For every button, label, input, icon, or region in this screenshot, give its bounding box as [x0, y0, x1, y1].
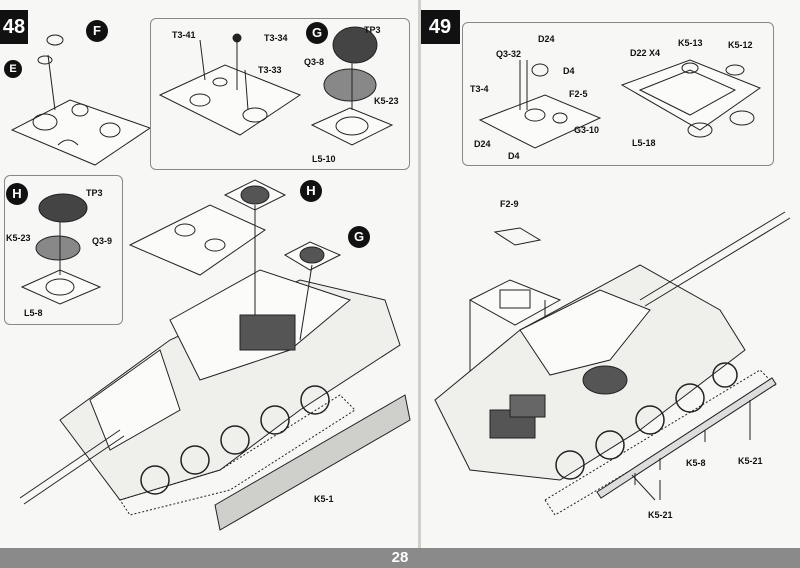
- step-number-48: 48: [0, 10, 28, 44]
- step48-subassembly-box-h: [4, 175, 123, 325]
- part-label-k5-8: K5-8: [686, 458, 706, 468]
- subassembly-badge-f: F: [86, 20, 108, 42]
- part-label-t3-41: T3-41: [172, 30, 196, 40]
- step48-subassembly-box-top: [150, 18, 410, 170]
- part-label-t3-34: T3-34: [264, 33, 288, 43]
- page-footer: 28: [0, 548, 800, 568]
- subassembly-badge-g: G: [306, 22, 328, 44]
- part-label-q3-9: Q3-9: [92, 236, 113, 246]
- step49-subassembly-box: [462, 22, 774, 166]
- page-number: 28: [391, 549, 409, 566]
- part-label-tp3-g: TP3: [364, 25, 381, 35]
- part-label-l5-8: L5-8: [24, 308, 43, 318]
- subassembly-badge-e: E: [4, 60, 22, 78]
- part-label-q3-8: Q3-8: [304, 57, 325, 67]
- subassembly-callout-h: H: [300, 180, 322, 202]
- part-label-d22-x4: D22 X4: [630, 48, 661, 58]
- part-label-t3-4: T3-4: [470, 84, 489, 94]
- part-label-d4-b: D4: [508, 151, 520, 161]
- part-label-k5-21-b: K5-21: [648, 510, 673, 520]
- part-label-q3-32: Q3-32: [496, 49, 522, 59]
- part-label-l5-18: L5-18: [632, 138, 656, 148]
- part-label-tp3-h: TP3: [86, 188, 103, 198]
- part-label-d24-b: D24: [474, 139, 491, 149]
- subassembly-callout-g: G: [348, 226, 370, 248]
- part-label-t3-33: T3-33: [258, 65, 282, 75]
- subassembly-badge-h: H: [6, 183, 28, 205]
- part-label-f2-9: F2-9: [500, 199, 519, 209]
- step-number-49: 49: [420, 10, 460, 44]
- part-label-g3-10: G3-10: [574, 125, 600, 135]
- part-label-f2-5: F2-5: [569, 89, 588, 99]
- part-label-l5-10: L5-10: [312, 154, 336, 164]
- part-label-k5-23-g: K5-23: [374, 96, 399, 106]
- assembly-illustrations: [10, 26, 791, 531]
- part-label-k5-12: K5-12: [728, 40, 753, 50]
- part-label-k5-1: K5-1: [314, 494, 334, 504]
- part-label-k5-23-h: K5-23: [6, 233, 31, 243]
- part-label-k5-21-a: K5-21: [738, 456, 763, 466]
- part-label-k5-13: K5-13: [678, 38, 703, 48]
- part-label-d4-a: D4: [563, 66, 575, 76]
- part-label-d24-a: D24: [538, 34, 555, 44]
- page-gutter: [418, 0, 421, 568]
